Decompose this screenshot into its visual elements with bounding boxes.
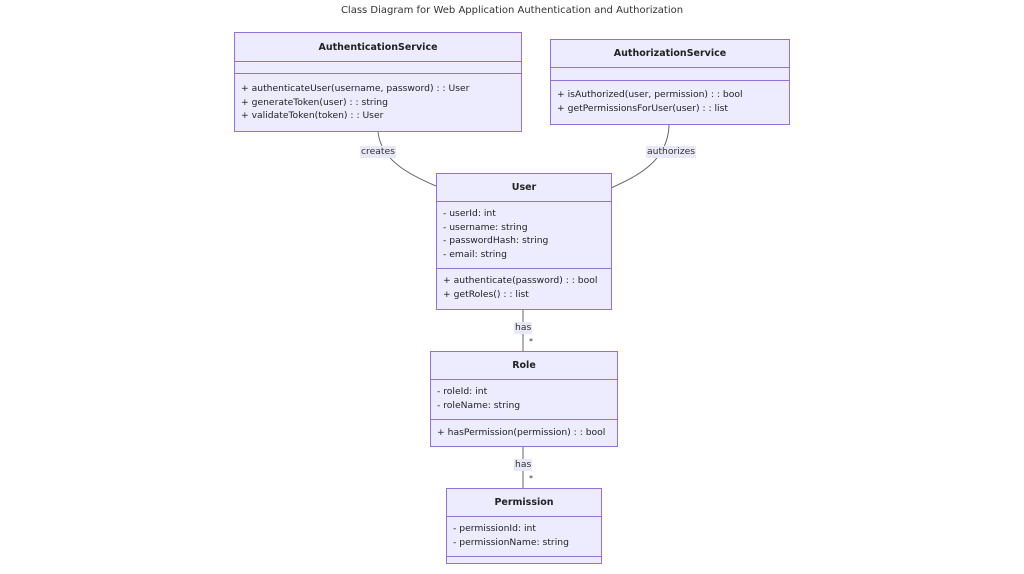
attributes-section: - permissionId: int - permissionName: st… bbox=[447, 517, 601, 557]
diagram-title: Class Diagram for Web Application Authen… bbox=[340, 5, 684, 16]
class-name: Role bbox=[431, 352, 617, 380]
method: + getPermissionsForUser(user) : : list bbox=[557, 102, 728, 114]
attribute: - passwordHash: string bbox=[443, 235, 549, 246]
method: + getRoles() : : list bbox=[443, 288, 529, 300]
method: + hasPermission(permission) : : bool bbox=[437, 427, 606, 438]
methods-section: + hasPermission(permission) : : bool bbox=[431, 420, 617, 440]
edge-authorizes bbox=[610, 124, 670, 189]
class-authentication-service[interactable]: AuthenticationService + authenticateUser… bbox=[234, 32, 522, 132]
method: + authenticate(password) : : bool bbox=[443, 275, 598, 286]
method: + validateToken(token) : : User bbox=[241, 110, 384, 121]
edge-label-role-has-permission: has bbox=[514, 459, 533, 471]
attributes-section bbox=[551, 68, 789, 81]
class-name: Permission bbox=[447, 489, 601, 517]
class-user[interactable]: User - userId: int - username: string - … bbox=[436, 173, 612, 310]
edge-label-user-has-role: has bbox=[514, 322, 533, 334]
attribute: - email: string bbox=[443, 248, 507, 260]
method: + isAuthorized(user, permission) : : boo… bbox=[557, 89, 743, 100]
attribute: - username: string bbox=[443, 221, 528, 233]
methods-section: + authenticate(password) : : bool + getR… bbox=[437, 269, 611, 301]
attributes-section: - userId: int - username: string - passw… bbox=[437, 202, 611, 269]
class-name: User bbox=[437, 174, 611, 202]
methods-section bbox=[447, 557, 601, 563]
attributes-section: - roleId: int - roleName: string bbox=[431, 380, 617, 420]
multiplicity-permission: * bbox=[529, 474, 533, 483]
attribute: - permissionId: int bbox=[453, 523, 536, 534]
attribute: - roleName: string bbox=[437, 399, 521, 411]
edge-label-authorizes: authorizes bbox=[646, 146, 697, 158]
class-role[interactable]: Role - roleId: int - roleName: string + … bbox=[430, 351, 618, 447]
edge-creates bbox=[377, 130, 437, 187]
methods-section: + isAuthorized(user, permission) : : boo… bbox=[551, 81, 789, 115]
class-authorization-service[interactable]: AuthorizationService + isAuthorized(user… bbox=[550, 39, 790, 125]
attribute: - userId: int bbox=[443, 208, 496, 219]
attributes-section bbox=[235, 62, 521, 74]
class-permission[interactable]: Permission - permissionId: int - permiss… bbox=[446, 488, 602, 564]
attribute: - permissionName: string bbox=[453, 536, 569, 548]
method: + generateToken(user) : : string bbox=[241, 96, 388, 108]
class-name: AuthorizationService bbox=[551, 40, 789, 68]
method: + authenticateUser(username, password) :… bbox=[241, 83, 470, 94]
methods-section: + authenticateUser(username, password) :… bbox=[235, 74, 521, 123]
multiplicity-role: * bbox=[529, 337, 533, 346]
edge-label-creates: creates bbox=[360, 146, 396, 158]
class-name: AuthenticationService bbox=[235, 33, 521, 62]
attribute: - roleId: int bbox=[437, 386, 488, 397]
